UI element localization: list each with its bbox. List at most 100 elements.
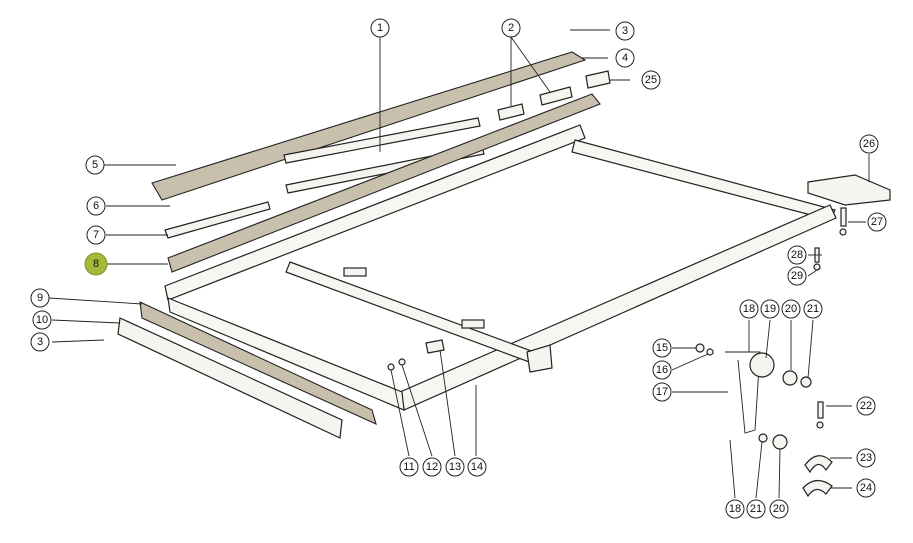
leader-3b [51,339,105,343]
washer-16 [706,348,714,356]
callout-27-label: 27 [871,216,883,228]
callout-16: 16 [652,360,672,380]
cross-beam-block-right [461,319,485,329]
callout-18-top-label: 18 [743,303,755,315]
leader-2b [510,36,551,93]
callout-20-bottom-label: 20 [773,503,785,515]
callout-19: 19 [760,299,780,319]
callout-21-bottom: 21 [746,499,766,519]
callout-15-label: 15 [656,342,668,354]
bolt-13 [425,339,445,354]
callout-19-label: 19 [764,303,776,315]
bed-frame [164,124,837,411]
callout-9-label: 9 [37,292,43,304]
callout-1-label: 1 [377,22,383,34]
callout-23: 23 [856,448,876,468]
callout-14-label: 14 [471,461,483,473]
callout-20-bottom: 20 [769,499,789,519]
leader-20b [778,448,781,499]
callout-8: 8 [84,252,108,276]
callout-29-label: 29 [791,270,803,282]
callout-28-label: 28 [791,249,803,261]
upper-slat-assembly [151,51,611,273]
frame-left-rail [167,297,405,411]
leader-29 [807,267,821,277]
callout-3-top-label: 3 [622,25,628,37]
callout-13-label: 13 [449,461,461,473]
block-2-left [497,103,525,121]
bracket-hub-19 [749,352,775,378]
cross-beam-block-left [343,267,367,277]
nut-15 [695,343,705,353]
bracket-rod-17 [725,351,761,434]
leader-11 [390,369,410,457]
callout-27: 27 [867,212,887,232]
callout-26: 26 [859,134,879,154]
front-wood-slat [139,301,377,425]
front-slat-assembly [117,301,377,439]
leader-10 [51,319,121,324]
frame-corner-bracket [526,344,553,373]
washer-11 [387,363,395,371]
callout-6-label: 6 [93,200,99,212]
mounting-plate-26 [807,174,891,206]
callout-5-label: 5 [92,159,98,171]
washer-21 [800,376,812,388]
callout-17-label: 17 [656,386,668,398]
callout-25: 25 [641,70,661,90]
callout-21-bottom-label: 21 [750,503,762,515]
callout-18-bottom: 18 [725,499,745,519]
leader-19 [765,319,771,359]
washer-27 [839,228,847,236]
bolt-22 [817,401,824,419]
callout-1: 1 [370,18,390,38]
block-25 [585,70,611,89]
mounting-plate [807,174,891,206]
washer-22 [816,421,824,429]
leader-9 [48,297,143,305]
bushing-20 [782,370,798,386]
callout-6: 6 [86,196,106,216]
callout-10: 10 [32,310,52,330]
clamp-24 [802,479,833,498]
leader-18b [729,439,736,499]
callout-7: 7 [86,225,106,245]
callout-28: 28 [787,245,807,265]
leader-lines [48,29,870,499]
callout-4: 4 [615,48,635,68]
callout-24: 24 [856,478,876,498]
top-wood-slat [151,51,587,201]
callout-24-label: 24 [860,482,872,494]
leader-13 [439,349,456,457]
callout-23-label: 23 [860,452,872,464]
clamp-23 [804,455,833,474]
callout-5: 5 [85,155,105,175]
bushing-20-lower [772,434,788,450]
front-metal-angle [117,317,343,439]
washer-21-lower [758,433,768,443]
callout-3-left: 3 [30,332,50,352]
callout-4-label: 4 [622,52,628,64]
callout-3-left-label: 3 [37,336,43,348]
long-metal-strip-1 [283,117,481,164]
callout-18-bottom-label: 18 [729,503,741,515]
callout-12-label: 12 [426,461,438,473]
callout-26-label: 26 [863,138,875,150]
callout-14: 14 [467,457,487,477]
callout-18-top: 18 [739,299,759,319]
callout-8-label: 8 [93,258,99,270]
callout-25-label: 25 [645,74,657,86]
callout-2: 2 [501,18,521,38]
callout-22: 22 [856,396,876,416]
callout-11: 11 [399,457,419,477]
frame-rear-rail [164,124,586,301]
leader-16 [671,353,709,371]
callout-22-label: 22 [860,400,872,412]
callout-12: 12 [422,457,442,477]
callout-17: 17 [652,382,672,402]
callout-10-label: 10 [36,314,48,326]
frame-cross-beam [285,261,546,367]
callout-9: 9 [30,288,50,308]
callout-29: 29 [787,266,807,286]
